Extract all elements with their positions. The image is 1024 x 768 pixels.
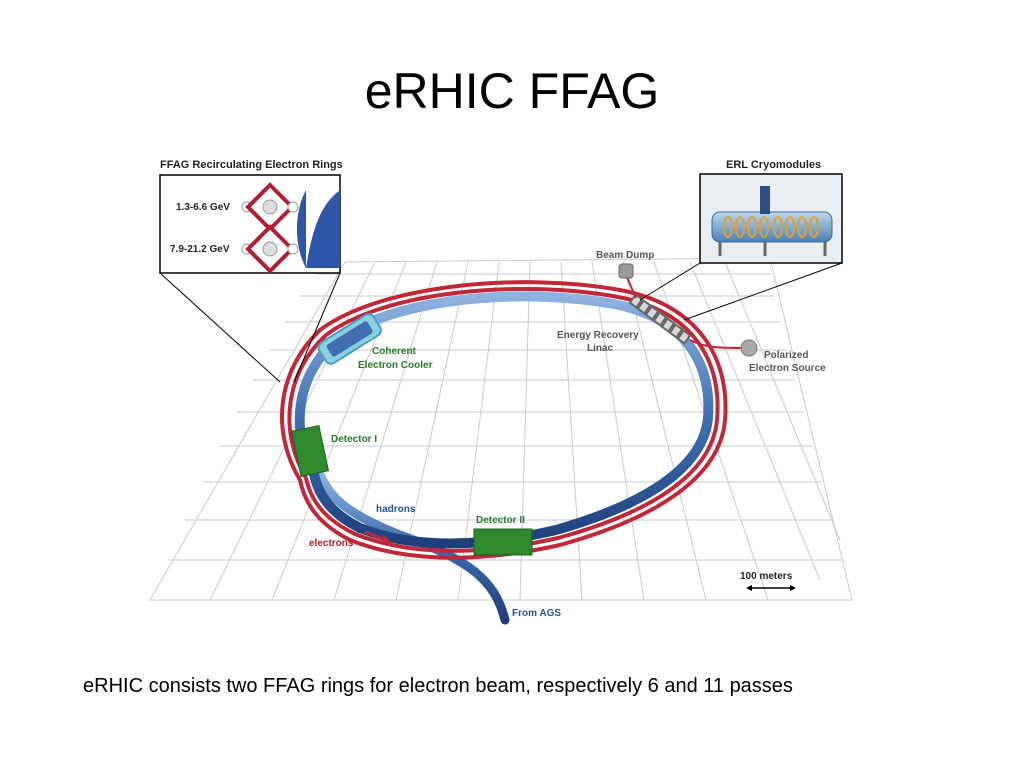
ring-low-energy-label: 1.3-6.6 GeV bbox=[176, 202, 230, 213]
cooler-label-2: Electron Cooler bbox=[358, 360, 433, 371]
beam-dump bbox=[618, 263, 637, 299]
ffag-inset bbox=[159, 174, 341, 383]
cooler-label-1: Coherent bbox=[372, 346, 417, 357]
electron-arrow-head bbox=[380, 535, 392, 544]
energy-recovery-label-1: Energy Recovery bbox=[557, 330, 639, 341]
erl-inset bbox=[639, 173, 843, 321]
energy-recovery-label-2: Linac bbox=[587, 343, 614, 354]
from-ags-label: From AGS bbox=[512, 608, 561, 619]
ring-cross-section-high bbox=[241, 224, 299, 274]
coherent-electron-cooler bbox=[317, 313, 382, 365]
ring-high-energy-label: 7.9-21.2 GeV bbox=[170, 244, 230, 255]
slide-caption: eRHIC consists two FFAG rings for electr… bbox=[83, 675, 793, 697]
polarized-source-label-2: Electron Source bbox=[749, 363, 826, 374]
detector-1 bbox=[290, 424, 330, 478]
scale-bar bbox=[746, 585, 796, 591]
detector-2-label: Detector II bbox=[476, 515, 525, 526]
electrons-label: electrons bbox=[309, 538, 354, 549]
detector-1-label: Detector I bbox=[331, 434, 377, 445]
beam-dump-label: Beam Dump bbox=[596, 250, 654, 261]
polarized-source-label-1: Polarized bbox=[764, 350, 808, 361]
hadrons-label: hadrons bbox=[376, 504, 416, 515]
electron-ring-outer bbox=[280, 280, 728, 560]
electron-ring-inner bbox=[287, 286, 720, 553]
erl-inset-heading: ERL Cryomodules bbox=[726, 159, 821, 171]
slide-title: eRHIC FFAG bbox=[364, 63, 660, 119]
detector-2 bbox=[473, 528, 533, 556]
ffag-inset-heading: FFAG Recirculating Electron Rings bbox=[160, 159, 343, 171]
erl-linac bbox=[628, 293, 692, 345]
electron-arrow bbox=[364, 530, 386, 542]
scale-label: 100 meters bbox=[740, 571, 793, 582]
polarized-electron-source bbox=[689, 339, 758, 357]
